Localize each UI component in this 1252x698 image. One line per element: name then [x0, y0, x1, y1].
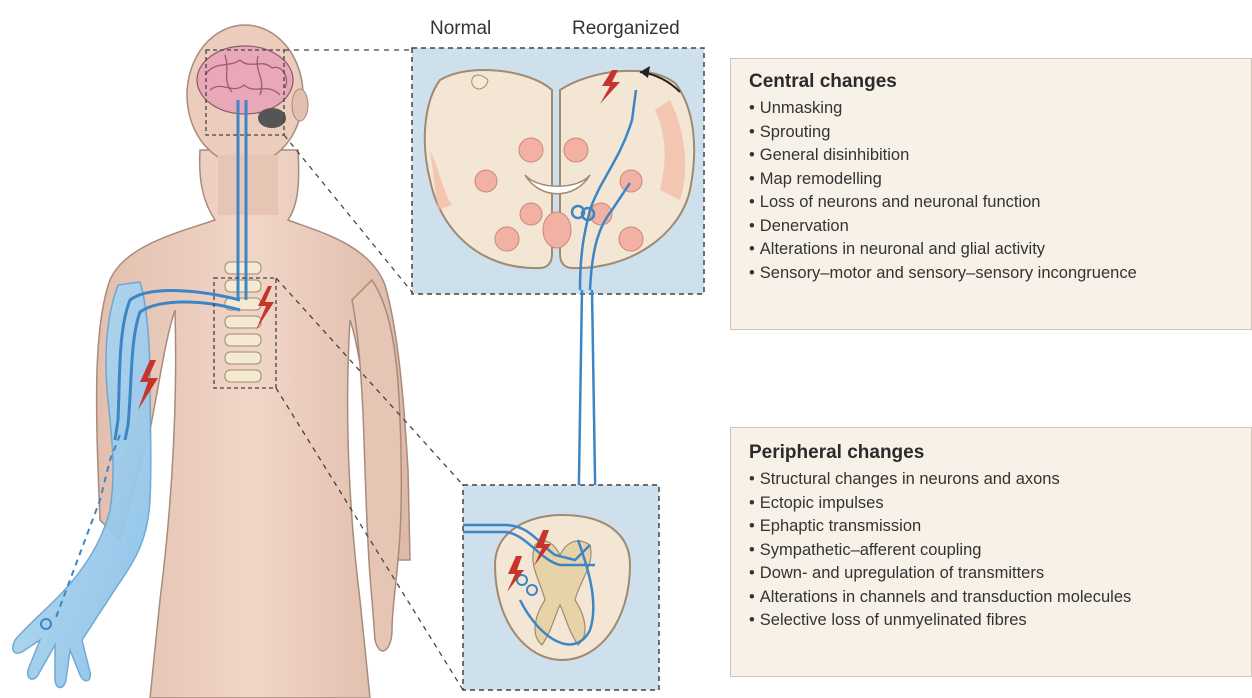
list-item: Alterations in neuronal and glial activi…	[749, 238, 1251, 262]
central-changes-box: Central changes Unmasking Sprouting Gene…	[730, 58, 1252, 330]
central-changes-list: Unmasking Sprouting General disinhibitio…	[749, 97, 1251, 285]
list-item: Sensory–motor and sensory–sensory incong…	[749, 262, 1251, 286]
peripheral-changes-title: Peripheral changes	[749, 442, 1251, 464]
brain-inset	[412, 48, 704, 294]
list-item: Unmasking	[749, 97, 1251, 121]
spine	[225, 262, 261, 382]
list-item: Selective loss of unmyelinated fibres	[749, 609, 1251, 633]
central-changes-title: Central changes	[749, 71, 1251, 93]
peripheral-changes-box: Peripheral changes Structural changes in…	[730, 427, 1252, 677]
list-item: Sprouting	[749, 121, 1251, 145]
list-item: Map remodelling	[749, 168, 1251, 192]
spinal-cord-inset	[463, 485, 659, 690]
list-item: Ectopic impulses	[749, 492, 1251, 516]
list-item: Ephaptic transmission	[749, 515, 1251, 539]
list-item: Down- and upregulation of transmitters	[749, 562, 1251, 586]
list-item: Loss of neurons and neuronal function	[749, 191, 1251, 215]
list-item: Structural changes in neurons and axons	[749, 468, 1251, 492]
list-item: Denervation	[749, 215, 1251, 239]
neck	[218, 155, 278, 215]
affected-arm	[13, 282, 151, 688]
list-item: General disinhibition	[749, 144, 1251, 168]
peripheral-changes-list: Structural changes in neurons and axons …	[749, 468, 1251, 633]
normal-label: Normal	[430, 18, 491, 40]
list-item: Sympathetic–afferent coupling	[749, 539, 1251, 563]
ear	[292, 89, 308, 121]
list-item: Alterations in channels and transduction…	[749, 586, 1251, 610]
human-body	[13, 25, 410, 698]
reorganized-label: Reorganized	[572, 18, 680, 40]
